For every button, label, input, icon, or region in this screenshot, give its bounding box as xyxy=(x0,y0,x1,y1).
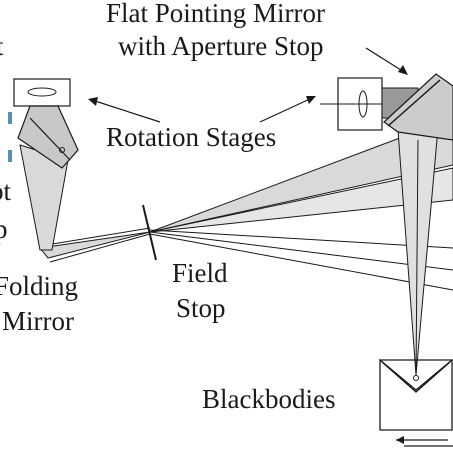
field-stop-plate xyxy=(142,204,157,261)
rotation-stage-left xyxy=(13,78,71,107)
label-folding-line2: Mirror xyxy=(2,306,74,336)
arrow-to-left-stage-head xyxy=(88,97,98,106)
label-partial-left-mid1: ot xyxy=(0,176,12,206)
blackbody-arrowhead xyxy=(396,436,404,444)
blackbody-v-notch xyxy=(381,361,451,393)
pointing-mirror-assembly xyxy=(320,73,453,141)
blackbodies xyxy=(379,358,453,447)
beam-ray-right-3 xyxy=(149,233,453,291)
blackbody-focus-point xyxy=(413,375,419,381)
label-folding-line1: Folding xyxy=(0,271,78,301)
label-flat-mirror-line1: Flat Pointing Mirror xyxy=(106,0,325,28)
beam-fan-right-lower xyxy=(149,167,453,233)
pointing-mirror-body xyxy=(383,73,453,141)
field-stop xyxy=(142,204,157,261)
label-partial-left-mid2: p xyxy=(0,214,8,244)
arrow-to-pointing-mirror-head xyxy=(398,65,408,75)
beam-ray-left-bottom xyxy=(49,233,151,263)
beam-ray-right-1 xyxy=(149,229,453,249)
folding-mirror-blue-edge-lower xyxy=(8,150,12,162)
label-blackbodies: Blackbodies xyxy=(202,384,335,414)
beam-ray-left-top xyxy=(39,227,151,247)
beam-fan-left xyxy=(39,231,151,259)
folding-mirror-assembly xyxy=(8,78,79,169)
beam-ray-right-2 xyxy=(149,231,453,271)
arrow-to-left-stage xyxy=(91,99,161,123)
annotation-arrows xyxy=(88,47,408,123)
label-field-stop-line1: Field xyxy=(172,258,228,288)
label-flat-mirror-line2: with Aperture Stop xyxy=(118,31,323,61)
beam-fan-right-upper xyxy=(149,117,453,233)
folding-mirror-pivot xyxy=(59,147,65,153)
arrow-to-right-stage xyxy=(259,97,313,123)
arrow-to-pointing-mirror xyxy=(365,47,405,73)
folding-mirror-blue-edge xyxy=(8,112,12,124)
label-rotation-stages: Rotation Stages xyxy=(106,122,276,152)
arrow-to-right-stage-head xyxy=(306,96,316,104)
beam-group xyxy=(19,117,453,376)
rotation-stage-left-dial xyxy=(27,87,57,97)
labels: Flat Pointing Mirror with Aperture Stop … xyxy=(0,0,335,414)
label-partial-left-top: t xyxy=(0,31,4,61)
label-field-stop-line2: Stop xyxy=(176,293,226,323)
folding-mirror-face xyxy=(29,117,71,161)
beam-vertical-axis xyxy=(415,139,419,376)
pointing-mirror-face xyxy=(387,79,441,127)
